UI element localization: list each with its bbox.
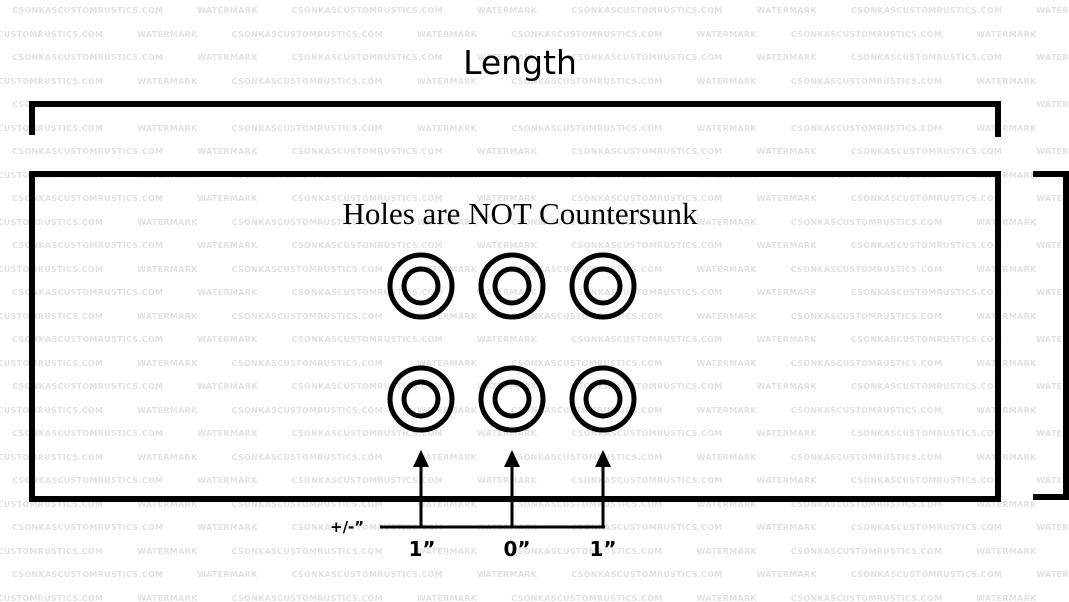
hole-bottom-center — [478, 365, 546, 433]
hole-top-right — [569, 252, 637, 320]
width-dimension-bracket — [1033, 171, 1069, 500]
hole-top-left — [387, 252, 455, 320]
hole-bottom-right — [569, 365, 637, 433]
hole-group — [387, 252, 637, 433]
countersunk-note: Holes are NOT Countersunk — [342, 196, 698, 231]
offset-arrow-left — [413, 450, 429, 527]
length-dimension-bracket — [29, 101, 1001, 137]
tolerance-label: +/-” — [330, 518, 364, 536]
board-outline — [29, 171, 1001, 502]
offset-label-right: 1” — [589, 537, 616, 561]
offset-label-center: 0” — [503, 537, 530, 561]
offset-arrow-center — [504, 450, 520, 527]
hole-bottom-left — [387, 365, 455, 433]
hole-top-center — [478, 252, 546, 320]
offset-arrows — [380, 450, 611, 529]
length-label: Length — [463, 43, 577, 82]
offset-label-left: 1” — [408, 537, 435, 561]
offset-arrow-right — [595, 450, 611, 527]
